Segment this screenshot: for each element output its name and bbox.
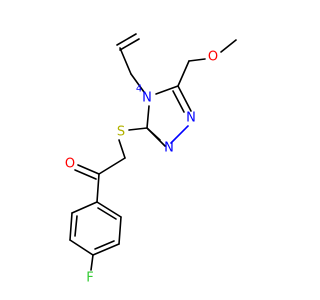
bond-c5-n1-single [177, 85, 192, 112]
bond-ar-5-6 [69, 212, 73, 241]
bond-c5-ch2 [177, 60, 190, 87]
atom-o-ether: O [208, 50, 218, 65]
bond-allyl-ch2-n [130, 73, 145, 93]
bond-carbonyl-c-o-a [77, 164, 100, 175]
atom-n4: N [142, 91, 152, 106]
molecule-canvas: O N 4 N N S O F [65, 33, 237, 286]
bond-ar-inner-b [94, 240, 115, 250]
bond-ar-1-2 [96, 201, 122, 218]
bond-ar-inner-c [74, 215, 78, 237]
bond-ar-2-3 [118, 216, 122, 245]
bond-ch2-carbonyl [98, 157, 126, 175]
bond-carbonyl-aryl [96, 173, 100, 203]
methoxymethyl-group [177, 39, 237, 87]
bond-ar-f [90, 254, 94, 271]
bond-carbonyl-c-o-b [74, 169, 97, 180]
bond-allyl-terminal-double-b [119, 38, 140, 51]
bond-n4-c5 [155, 85, 179, 95]
bond-c3-n4 [146, 105, 150, 129]
bond-ar-4-5 [69, 239, 94, 256]
atom-s: S [117, 125, 125, 140]
atom-f: F [86, 271, 93, 286]
atom-n4-locant: 4 [136, 84, 142, 95]
bond-s-ch2 [118, 139, 126, 159]
molecule-structure: O N 4 N N S O F [65, 33, 237, 286]
bond-ar-6-1 [71, 201, 98, 214]
bond-c5-n1-double [172, 90, 185, 113]
atom-n-a: N [186, 111, 196, 126]
bond-c3-s [128, 127, 148, 131]
thioether-linker [98, 127, 148, 175]
bond-allyl-terminal-double-a [116, 33, 137, 46]
bond-allyl-vinyl-ch2 [119, 47, 132, 75]
bond-ch2-o [188, 58, 206, 62]
triazole-ring [146, 85, 192, 147]
allyl-group [116, 33, 145, 93]
bond-o-ch3 [220, 39, 237, 53]
bond-n1-n2 [170, 125, 189, 144]
bond-ar-3-4 [92, 243, 120, 256]
atom-o-carbonyl: O [65, 157, 75, 172]
bond-ar-inner-a [97, 207, 117, 220]
fluorophenyl-ring [69, 201, 122, 271]
atom-n-b: N [164, 141, 174, 156]
bond-n2-c3-double [147, 128, 161, 141]
carbonyl-group [74, 164, 100, 203]
